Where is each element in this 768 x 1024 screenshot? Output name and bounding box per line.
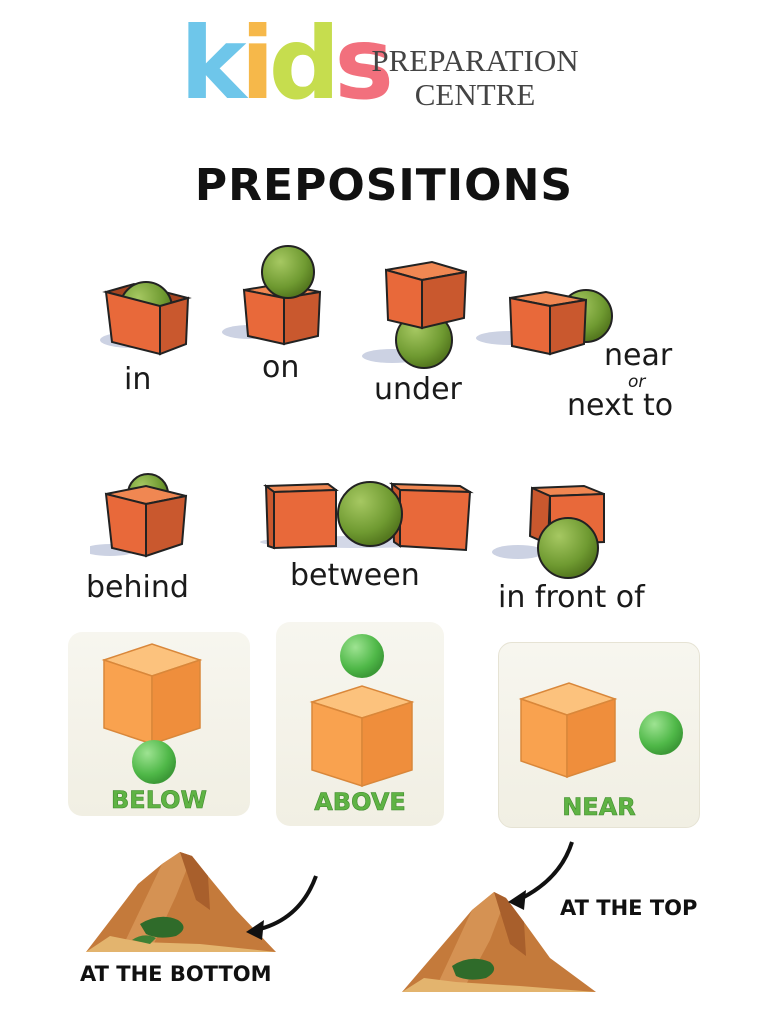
logo-subtitle-line1: PREPARATION bbox=[371, 43, 579, 78]
logo-subtitle-line2: CENTRE bbox=[414, 77, 536, 112]
logo-kids: kids bbox=[180, 5, 394, 122]
label-on: on bbox=[262, 350, 300, 385]
logo-subtitle: PREPARATION CENTRE bbox=[362, 44, 588, 112]
mountain-top-illustration bbox=[402, 841, 596, 992]
near-illustration bbox=[476, 289, 613, 356]
panel-near: NEAR bbox=[498, 642, 700, 828]
row2-illustrations bbox=[90, 473, 605, 579]
label-in-front-of: in front of bbox=[498, 580, 645, 615]
page-title: PREPOSITIONS bbox=[194, 160, 574, 211]
above-illustration bbox=[309, 634, 415, 788]
panel-below: BELOW bbox=[68, 632, 250, 816]
below-illustration bbox=[101, 643, 203, 784]
label-in: in bbox=[124, 362, 152, 397]
label-under: under bbox=[374, 372, 462, 407]
label-near: near bbox=[604, 338, 673, 373]
logo-letter: k bbox=[180, 5, 246, 122]
mountain-bottom-illustration bbox=[86, 852, 318, 952]
label-behind: behind bbox=[86, 570, 189, 605]
in-illustration bbox=[100, 281, 192, 356]
logo-letter: i bbox=[240, 5, 275, 122]
under-illustration bbox=[362, 260, 468, 369]
near-panel-illustration bbox=[518, 682, 683, 779]
in-front-of-illustration bbox=[492, 484, 605, 579]
label-between: between bbox=[290, 558, 420, 593]
panel-label-below: BELOW bbox=[111, 786, 208, 815]
row1-illustrations bbox=[100, 245, 613, 369]
panel-label-above: ABOVE bbox=[314, 788, 406, 817]
panel-above: ABOVE bbox=[276, 622, 444, 826]
on-illustration bbox=[222, 245, 322, 346]
label-at-the-top: AT THE TOP bbox=[560, 896, 698, 920]
logo-letter: d bbox=[268, 5, 341, 122]
panel-label-near: NEAR bbox=[562, 793, 636, 822]
label-at-the-bottom: AT THE BOTTOM bbox=[80, 962, 272, 986]
logo-letter: s bbox=[334, 5, 393, 122]
label-next-to: next to bbox=[567, 388, 674, 423]
label-or: or bbox=[628, 372, 646, 392]
behind-illustration bbox=[90, 473, 188, 558]
between-illustration bbox=[260, 481, 474, 552]
